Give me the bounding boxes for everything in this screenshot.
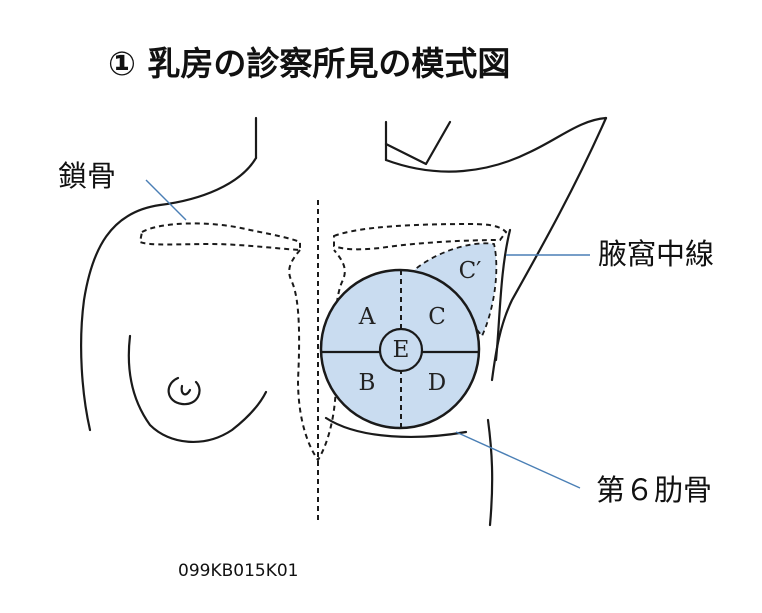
quadrant-e-label: E	[393, 337, 410, 363]
diagram-title: ① 乳房の診察所見の模式図	[108, 44, 510, 83]
quadrant-a-label: A	[358, 304, 376, 330]
quadrant-b-label: B	[359, 370, 376, 396]
quadrant-c-prime-label: C′	[459, 258, 482, 284]
clavicle-label: 鎖骨	[58, 159, 116, 193]
rib6-label: 第６肋骨	[596, 473, 712, 507]
left-nipple-icon	[167, 376, 201, 406]
rib6-leader-line	[455, 431, 581, 489]
axillary-line-label: 腋窩中線	[598, 237, 714, 271]
torso-outline	[80, 116, 608, 527]
quadrant-c-label: C	[428, 304, 446, 330]
clavicle-left-outline	[138, 222, 301, 252]
breast-quadrant-circle	[319, 268, 481, 430]
figure-code-label: 099KB015K01	[178, 561, 299, 581]
quadrant-d-label: D	[428, 370, 446, 396]
sternum-outline	[288, 249, 346, 462]
clavicle-leader-line	[145, 179, 187, 221]
clavicle-right-outline	[333, 222, 508, 251]
